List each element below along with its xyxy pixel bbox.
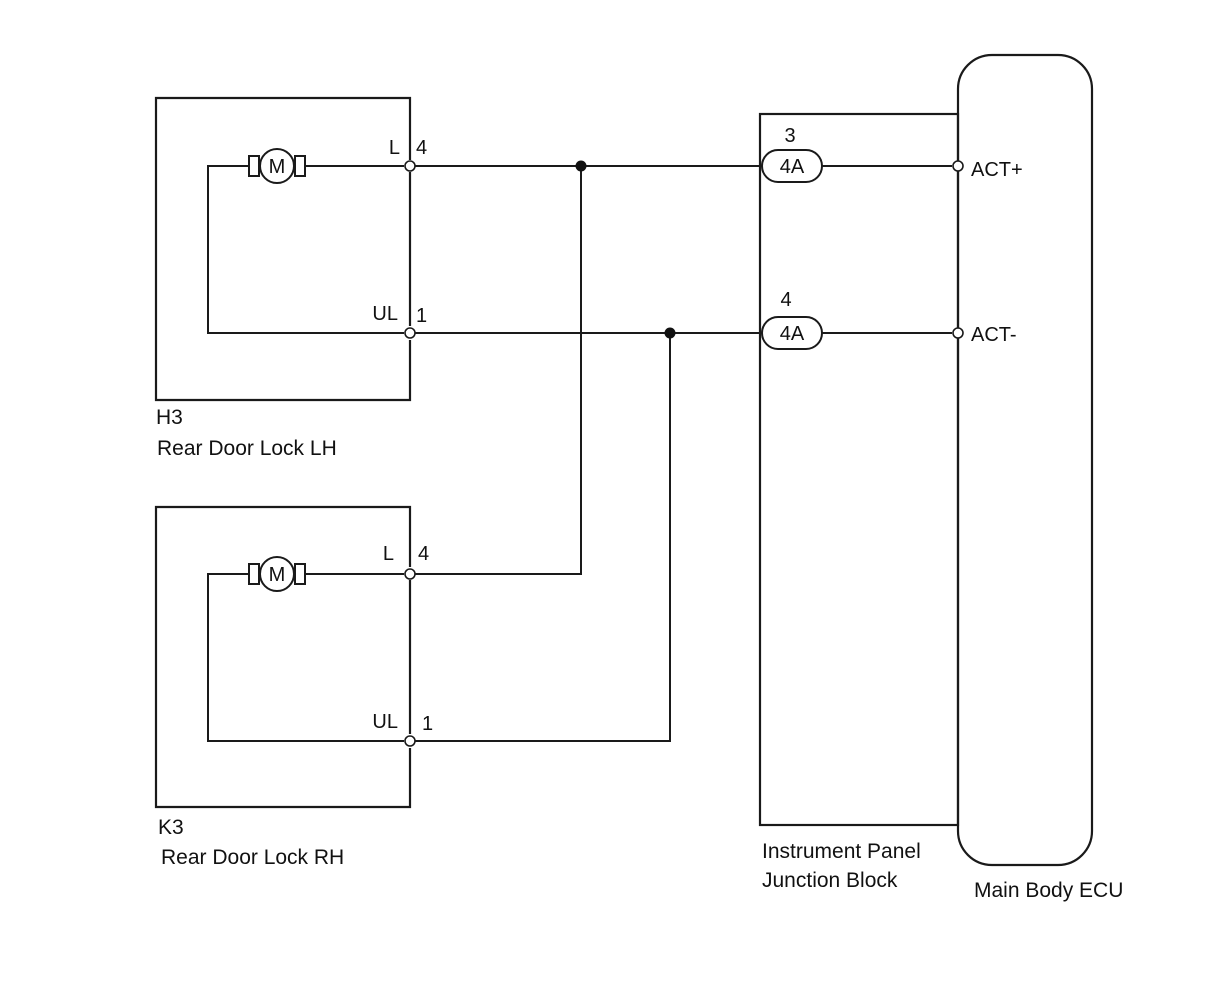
jb-connector-1 (761, 149, 823, 183)
jb-connector-2 (761, 316, 823, 350)
rh-unlock-terminal (404, 735, 416, 747)
lh-component-code: H3 (156, 406, 183, 429)
lh-unlock-pin-label: UL (372, 303, 398, 325)
lh-lock-terminal (404, 160, 416, 172)
lh-unlock-terminal (404, 327, 416, 339)
rh-component-name: Rear Door Lock RH (161, 846, 344, 869)
junction-block-name-line2: Junction Block (762, 869, 898, 892)
lh-lock-pin-number: 4 (416, 137, 427, 159)
lh-motor-icon: M (248, 148, 306, 184)
junction-block-name-line1: Instrument Panel (762, 840, 921, 863)
act-plus-wire-rh (415, 166, 582, 575)
rear-door-lock-lh: M L 4 UL 1 H3 Rear Door Lock LH (154, 96, 427, 460)
lh-motor-symbol: M (269, 156, 286, 178)
ecu-name: Main Body ECU (974, 879, 1123, 902)
rh-unlock-pin-number: 1 (422, 713, 433, 735)
ecu-act-plus-label: ACT+ (971, 159, 1023, 181)
jb-connector-1-pin: 3 (784, 125, 795, 147)
rh-motor-loop-wire (207, 573, 404, 742)
junction-block-box (758, 112, 960, 827)
lh-component-box (154, 96, 412, 402)
rh-unlock-pin-label: UL (372, 711, 398, 733)
ecu-act-minus-terminal (952, 327, 964, 339)
main-body-ecu: ACT+ ACT- Main Body ECU (952, 53, 1123, 902)
harness-wiring (415, 160, 952, 742)
instrument-panel-junction-block: 4A 3 4A 4 Instrument Panel Junction Bloc… (758, 112, 960, 892)
lh-motor-loop-wire (207, 165, 404, 334)
jb-connector-2-pin: 4 (780, 289, 791, 311)
rh-component-code: K3 (158, 816, 184, 839)
ecu-act-plus-terminal (952, 160, 964, 172)
rh-component-box (154, 505, 412, 809)
lh-component-name: Rear Door Lock LH (157, 437, 337, 460)
rh-lock-pin-number: 4 (418, 543, 429, 565)
rh-motor-symbol: M (269, 564, 286, 586)
lh-unlock-pin-number: 1 (416, 305, 427, 327)
rh-lock-pin-label: L (383, 543, 394, 565)
jb-connector-2-label: 4A (780, 323, 805, 345)
jb-connector-1-label: 4A (780, 156, 805, 178)
rear-door-lock-rh: M L 4 UL 1 K3 Rear Door Lock RH (154, 505, 433, 869)
act-minus-splice (664, 327, 676, 339)
act-minus-wire-rh (415, 333, 671, 742)
act-plus-splice (575, 160, 587, 172)
lh-lock-pin-label: L (389, 137, 400, 159)
ecu-box (956, 53, 1094, 867)
ecu-act-minus-label: ACT- (971, 324, 1017, 346)
rh-motor-icon: M (248, 556, 306, 592)
rh-lock-terminal (404, 568, 416, 580)
